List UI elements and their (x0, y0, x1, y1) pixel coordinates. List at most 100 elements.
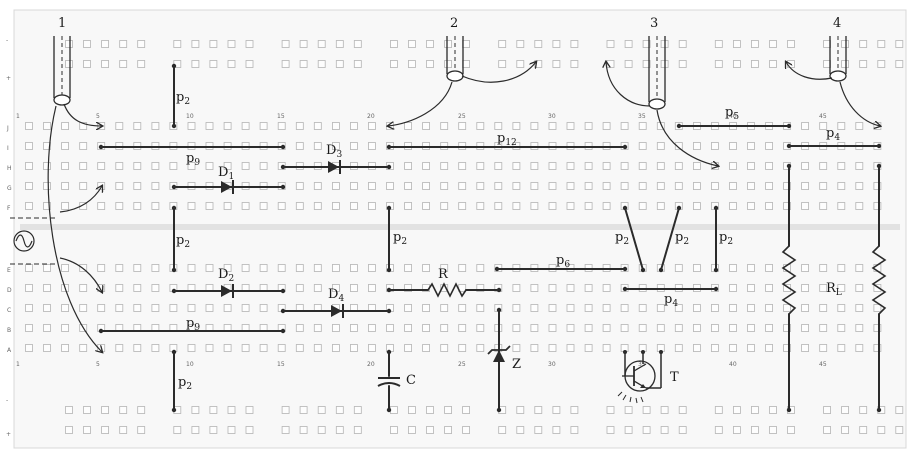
hole-rail (751, 40, 759, 48)
hole-main (584, 284, 593, 292)
hole-rail (552, 406, 561, 414)
hole-rail (733, 40, 741, 48)
hole-rail (353, 426, 362, 434)
hole-main (512, 344, 521, 352)
hole-rail (570, 60, 579, 68)
row-letter-a: A (7, 347, 12, 354)
hole-main (404, 284, 413, 292)
arrow-3-to-row-h (656, 109, 718, 166)
label-p4-top: p4 (826, 126, 840, 143)
label-p12: p12 (497, 131, 517, 148)
hole-main (656, 202, 665, 210)
hole-main (79, 344, 88, 352)
hole-main (620, 122, 629, 130)
hole-main (819, 304, 828, 312)
hole-rail (895, 426, 904, 434)
diode-d3 (280, 160, 392, 174)
hole-main (873, 344, 882, 352)
hole-rail (426, 406, 434, 414)
hole-rail (281, 406, 290, 414)
hole-rail (227, 406, 236, 414)
hole-main (259, 202, 268, 210)
hole-main (458, 264, 467, 272)
hole-main (620, 162, 629, 170)
hole-rail (137, 60, 146, 68)
hole-main (79, 122, 88, 130)
hole-main (873, 324, 882, 332)
hole-main (115, 162, 124, 170)
hole-main (43, 202, 51, 210)
hole-main (386, 324, 394, 332)
hole-main (548, 162, 557, 170)
hole-main (115, 304, 124, 312)
hole-main (25, 202, 33, 210)
hole-main (476, 162, 485, 170)
hole-main (187, 202, 196, 210)
hole-main (313, 324, 322, 332)
hole-main (656, 182, 665, 190)
hole-main (277, 202, 286, 210)
hole-rail (173, 426, 182, 434)
col-num-5-bottom: 5 (96, 361, 100, 368)
hole-main (620, 182, 629, 190)
hole-rail (516, 60, 525, 68)
cable-3 (648, 36, 666, 110)
hole-rail (444, 406, 453, 414)
row-letter-c: C (7, 307, 11, 314)
capacitor-c (377, 349, 401, 413)
hole-main (440, 304, 449, 312)
hole-rail (317, 40, 326, 48)
hole-main (440, 122, 449, 130)
hole-main (25, 324, 33, 332)
hole-main (765, 284, 773, 292)
hole-main (656, 162, 665, 170)
hole-main (765, 142, 773, 150)
hole-main (747, 182, 755, 190)
hole-rail (769, 406, 777, 414)
hole-main (584, 324, 593, 332)
hole-rail (751, 60, 759, 68)
hole-rail (841, 60, 849, 68)
hole-main (295, 284, 304, 292)
hole-main (422, 122, 431, 130)
hole-main (422, 202, 431, 210)
hole-main (241, 122, 250, 130)
label-p9-top: p9 (186, 151, 200, 168)
hole-main (747, 264, 755, 272)
load-resistor-rl-left (781, 163, 797, 413)
hole-rail (119, 406, 128, 414)
jumper-wires (98, 63, 882, 413)
hole-main (801, 304, 809, 312)
hole-main (837, 162, 846, 170)
arrow-2-to-rail (461, 62, 536, 83)
hole-rail (462, 406, 471, 414)
hole-rail (227, 40, 236, 48)
hole-rail (245, 426, 254, 434)
hole-rail (516, 406, 525, 414)
hole-main (404, 304, 413, 312)
hole-rail (317, 60, 326, 68)
hole-rail (101, 60, 109, 68)
hole-main (674, 162, 683, 170)
hole-rail (245, 406, 254, 414)
hole-rail (714, 40, 723, 48)
hole-main (602, 284, 611, 292)
wire-p2-diagonal-right (660, 207, 680, 271)
hole-main (711, 324, 719, 332)
hole-main (133, 122, 142, 130)
hole-main (187, 122, 196, 130)
hole-rail (83, 40, 91, 48)
hole-main (530, 162, 539, 170)
hole-main (656, 142, 665, 150)
hole-main (79, 202, 88, 210)
hole-main (79, 182, 88, 190)
hole-rail (859, 60, 868, 68)
hole-main (584, 344, 593, 352)
hole-rail (534, 40, 543, 48)
hole-main (386, 182, 394, 190)
hole-main (855, 324, 864, 332)
arrow-ac-to-row-g (59, 186, 102, 213)
hole-main (476, 264, 485, 272)
hole-rail (859, 426, 868, 434)
